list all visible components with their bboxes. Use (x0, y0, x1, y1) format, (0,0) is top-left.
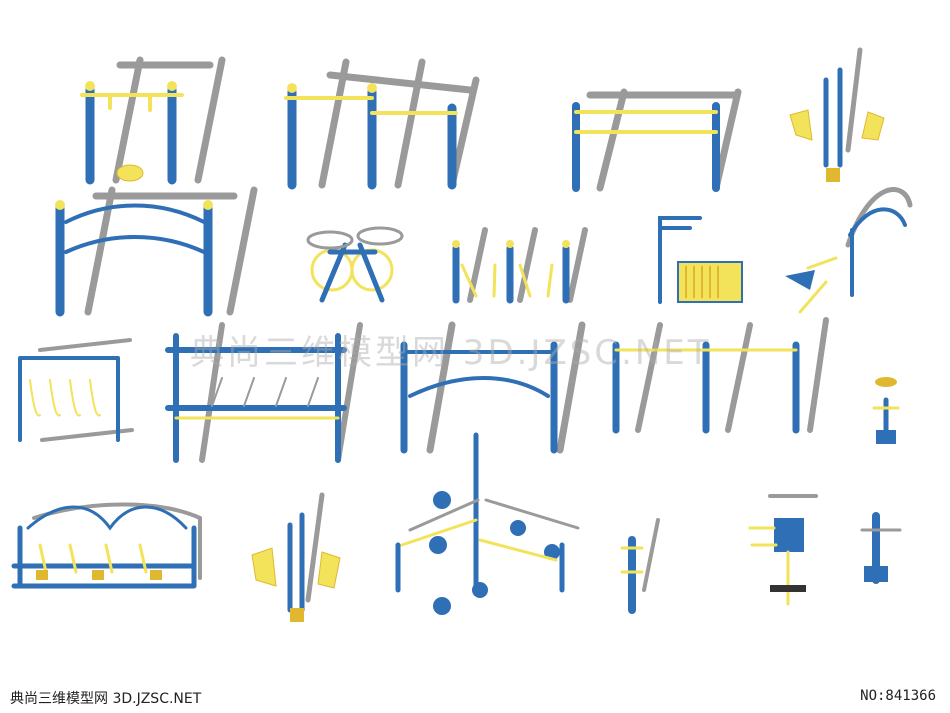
double-bar-with-springs (165, 322, 363, 463)
seated-pull-machine (785, 187, 913, 314)
triple-swing-frame (11, 502, 202, 589)
double-parallel-rails (55, 186, 258, 317)
footer-site-label: 典尚三维模型网 3D.JZSC.NET (10, 691, 202, 707)
arched-bar-frame (400, 321, 586, 454)
back-massager-post (860, 512, 902, 584)
footer-number-label: NO:841366 (860, 688, 936, 704)
parallel-bars (284, 58, 480, 190)
waist-twister (872, 377, 900, 444)
horizontal-ladder (572, 88, 742, 192)
leg-press-stations (452, 227, 588, 304)
cross-trainer-station (748, 494, 818, 606)
standing-arm-trainer (620, 518, 660, 614)
rowing-machine-double (789, 47, 885, 182)
watermark-text: 典尚三维模型网 3D.JZSC.NET (190, 333, 712, 373)
chest-press-board (658, 216, 743, 304)
rowing-machine-single (251, 492, 341, 622)
hanging-swings-frame (18, 338, 134, 442)
tall-pull-up-frame (612, 317, 829, 434)
pull-up-bar-with-rings (80, 56, 226, 185)
shoulder-wheels (306, 226, 404, 303)
multi-station-twister (395, 432, 580, 615)
